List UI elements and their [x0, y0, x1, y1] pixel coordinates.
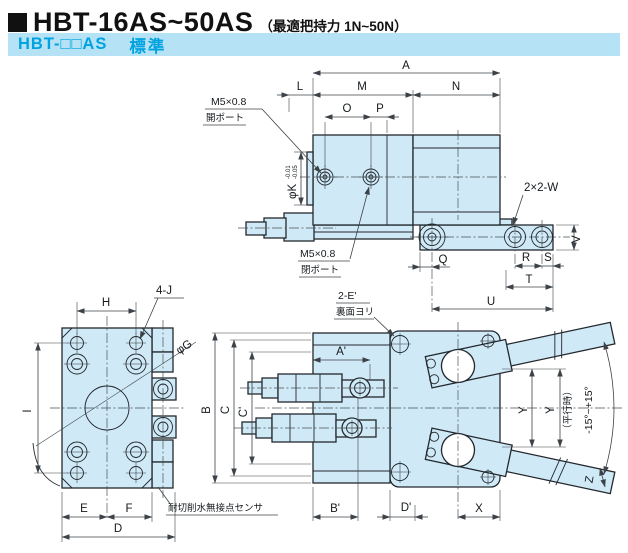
dim-label-C: C: [220, 406, 232, 414]
page-title-note: （最適把持力 1N~50N）: [259, 19, 408, 34]
dim-label-P: P: [376, 103, 384, 115]
dim-label-Y-parallel: Y: [545, 406, 557, 414]
gripper-finger-bottom: [424, 427, 616, 495]
model-header-bar: HBT-□□AS 標準: [8, 33, 620, 56]
w-hole-callout: 2×2-W: [524, 182, 558, 194]
page-title-text: HBT-16AS~50AS: [33, 7, 254, 37]
dim-label-E: E: [80, 503, 88, 515]
model-standard-label: 標準: [129, 37, 167, 56]
dim-label-R: R: [522, 252, 530, 264]
sensor-bottom: [234, 413, 392, 443]
dim-label-A-prime: A': [336, 346, 346, 358]
dim-label-F: F: [125, 503, 132, 515]
open-port-thread: M5×0.8: [211, 96, 246, 108]
e-hole-callout: 2-E': [338, 290, 356, 302]
dim-label-N: N: [452, 81, 460, 93]
front-view: 2-E' 裏面ヨリ A' B C C' B' D' X: [201, 290, 624, 521]
dim-label-Z: Z: [584, 475, 597, 484]
dim-phiK-tol-lower: -0.05: [293, 165, 299, 179]
parallel-note: （平行時）: [562, 386, 574, 434]
close-port-label: 閉ポート: [301, 265, 339, 276]
dim-label-Y: Y: [518, 406, 530, 414]
flange-screws: [480, 333, 496, 485]
dim-label-B: B: [201, 406, 213, 414]
dim-label-B-prime: B': [330, 503, 340, 515]
gripper-finger-top: [424, 321, 616, 389]
angle-range-label: -15°~+15°: [583, 386, 595, 434]
title-square-icon: [8, 13, 27, 32]
open-port-label: 開ポート: [206, 113, 244, 124]
dim-label-A: A: [402, 60, 410, 72]
counterbore-holes: [64, 353, 149, 463]
dim-label-H: H: [102, 297, 110, 309]
e-hole-callout-note: 裏面ヨリ: [336, 306, 374, 318]
dim-label-X: X: [475, 503, 483, 515]
dim-label-U: U: [487, 296, 495, 308]
dim-label-M: M: [357, 81, 367, 93]
sensor-note: 耐切削水無接点センサ: [168, 502, 263, 514]
open-port-hole: [313, 165, 337, 189]
dim-label-D: D: [114, 523, 122, 535]
dim-phiK-tol-upper: -0.01: [286, 165, 292, 179]
model-code: HBT-□□AS: [18, 35, 108, 53]
side-view: A L M N O P φK -0.01 -0.05 M5×0.8 開ポート M…: [203, 60, 583, 312]
sensor-top: [240, 373, 398, 403]
dim-label-I: I: [22, 409, 34, 412]
close-port-hole: [359, 165, 383, 189]
center-bore-circle: [84, 385, 130, 431]
page-title: HBT-16AS~50AS （最適把持力 1N~50N）: [8, 7, 408, 38]
dim-label-V: V: [571, 235, 583, 243]
close-port-thread: M5×0.8: [300, 248, 335, 260]
dim-label-T: T: [525, 274, 532, 286]
dim-label-C-prime: C': [238, 407, 250, 418]
dim-label-L: L: [297, 81, 304, 93]
back-view: φG 4-J H I E F D 耐切削水無接点センサ: [22, 285, 278, 542]
e-prime-holes: [389, 333, 411, 483]
dim-label-phiK: φK: [287, 184, 299, 199]
dim-label-O: O: [343, 103, 352, 115]
dim-label-Q: Q: [439, 254, 448, 266]
dim-label-S: S: [544, 252, 552, 264]
arm-w-holes: [504, 226, 553, 248]
arm-pivot-hole: [416, 223, 448, 251]
j-mounting-holes: [67, 333, 146, 483]
j-hole-callout: 4-J: [156, 285, 172, 297]
dim-label-D-prime: D': [401, 502, 412, 514]
